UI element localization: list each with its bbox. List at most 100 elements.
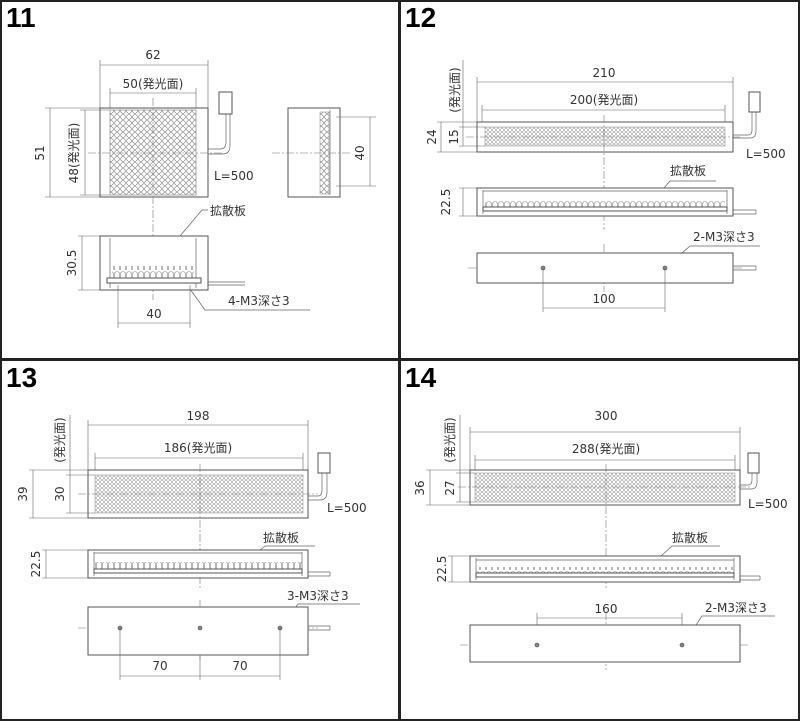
led-row: [95, 562, 302, 569]
dimension-line: [117, 285, 191, 328]
led-row: [112, 266, 194, 278]
leader-line: [663, 180, 716, 189]
cable: [208, 281, 245, 286]
mounting-holes-label: 3-M3深さ3: [287, 589, 349, 603]
led-array: [109, 109, 197, 196]
panel-12: 12 210 200(発光面) (発光面) 24 15 L=500 拡散板 22…: [405, 2, 786, 312]
side-view-housing: [287, 107, 341, 198]
dimension-line: [42, 549, 88, 579]
led-row: [485, 200, 725, 207]
hole-spacing-label: 70: [152, 659, 167, 673]
base-plate: [475, 572, 735, 578]
dimension-line: [456, 415, 475, 503]
center-line: [78, 464, 318, 660]
emit-area-label: (発光面): [53, 417, 67, 462]
panel-number: 14: [405, 362, 437, 393]
dimension-line: [45, 107, 100, 198]
bottom-view-housing: [87, 606, 309, 656]
cable-length-label: L=500: [214, 169, 254, 183]
width-total-label: 62: [145, 48, 160, 62]
base-plate: [93, 568, 303, 574]
dimension-line: [476, 77, 734, 122]
leader-line: [659, 545, 720, 558]
dimension-line: [66, 415, 95, 514]
hole-spacing-label: 160: [595, 602, 618, 616]
dimension-line: [99, 60, 209, 108]
leader-line: [179, 209, 208, 237]
cable: [740, 575, 761, 581]
cable: [733, 209, 757, 215]
center-line: [466, 115, 742, 292]
cable: [733, 265, 757, 271]
mounting-hole: [197, 625, 203, 631]
height-emit-label: 15: [447, 129, 461, 144]
cable: [208, 114, 231, 155]
hole-spacing-label: 70: [232, 659, 247, 673]
height-total-label: 39: [16, 486, 30, 501]
dimension-line: [426, 469, 470, 506]
panel-number: 11: [6, 2, 36, 33]
hole-spacing-label: 100: [593, 292, 616, 306]
dimension-line: [80, 109, 110, 196]
height-total-label: 36: [413, 480, 427, 495]
panel-11: 11 62 50(発光面) 51 48(発光面) L=500 40 拡散板: [6, 2, 376, 328]
led-array: [94, 474, 304, 514]
cable-length-label: L=500: [746, 147, 786, 161]
base-plate: [482, 206, 728, 212]
width-emit-label: 186(発光面): [164, 441, 232, 455]
bottom-view-housing: [476, 252, 734, 284]
height-emit-label: 48(発光面): [67, 123, 81, 184]
dimension-line: [119, 628, 281, 680]
base-plate: [106, 277, 202, 284]
connector-icon: [218, 91, 233, 115]
width-emit-label: 200(発光面): [570, 93, 638, 107]
panel-13: 13 198 186(発光面) (発光面) 39 30 L=500 拡散板 22…: [6, 362, 367, 680]
cable: [308, 625, 331, 631]
led-row: [477, 567, 734, 573]
cable-length-label: L=500: [327, 501, 367, 515]
leader-line: [189, 288, 310, 311]
mounting-hole: [679, 642, 685, 648]
width-emit-label: 50(発光面): [123, 77, 184, 91]
height-emit-label: 30: [53, 486, 67, 501]
depth-label: 22.5: [29, 551, 43, 578]
bottom-view-housing: [469, 624, 741, 663]
panel-14-frame: [399, 359, 800, 721]
height-total-label: 24: [425, 129, 439, 144]
mounting-holes-label: 2-M3深さ3: [705, 601, 767, 615]
emit-area-label: (発光面): [443, 417, 457, 462]
mounting-holes-label: 2-M3深さ3: [693, 230, 755, 244]
led-array: [474, 472, 736, 503]
diffuser-label: 拡散板: [670, 163, 706, 178]
dimension-line: [87, 420, 309, 470]
width-total-label: 300: [595, 409, 618, 423]
width-total-label: 198: [187, 409, 210, 423]
diffuser-label: 拡散板: [672, 530, 708, 545]
dimension-line: [459, 187, 477, 217]
height-total-label: 51: [33, 145, 47, 160]
cable-length-label: L=500: [748, 497, 788, 511]
side-dim-label: 40: [353, 145, 367, 160]
cable: [308, 473, 328, 501]
dimension-line: [109, 88, 197, 110]
dimension-line: [542, 268, 666, 312]
hole-spacing-label: 40: [146, 307, 161, 321]
width-emit-label: 288(発光面): [572, 442, 640, 456]
mounting-holes-label: 4-M3深さ3: [228, 294, 290, 308]
connector-icon: [747, 452, 760, 474]
mounting-hole: [534, 642, 540, 648]
panel-number: 13: [6, 362, 37, 393]
diffuser-label: 拡散板: [263, 530, 299, 545]
dimension-line: [29, 469, 88, 519]
panel-number: 12: [405, 2, 436, 33]
connector-icon: [748, 91, 761, 113]
dimension-line: [459, 60, 485, 147]
height-emit-label: 27: [443, 480, 457, 495]
depth-label: 22.5: [435, 556, 449, 583]
width-total-label: 210: [593, 66, 616, 80]
dimension-line: [437, 121, 477, 153]
connector-icon: [317, 452, 331, 474]
cable: [308, 571, 331, 577]
dimension-line: [448, 555, 470, 583]
